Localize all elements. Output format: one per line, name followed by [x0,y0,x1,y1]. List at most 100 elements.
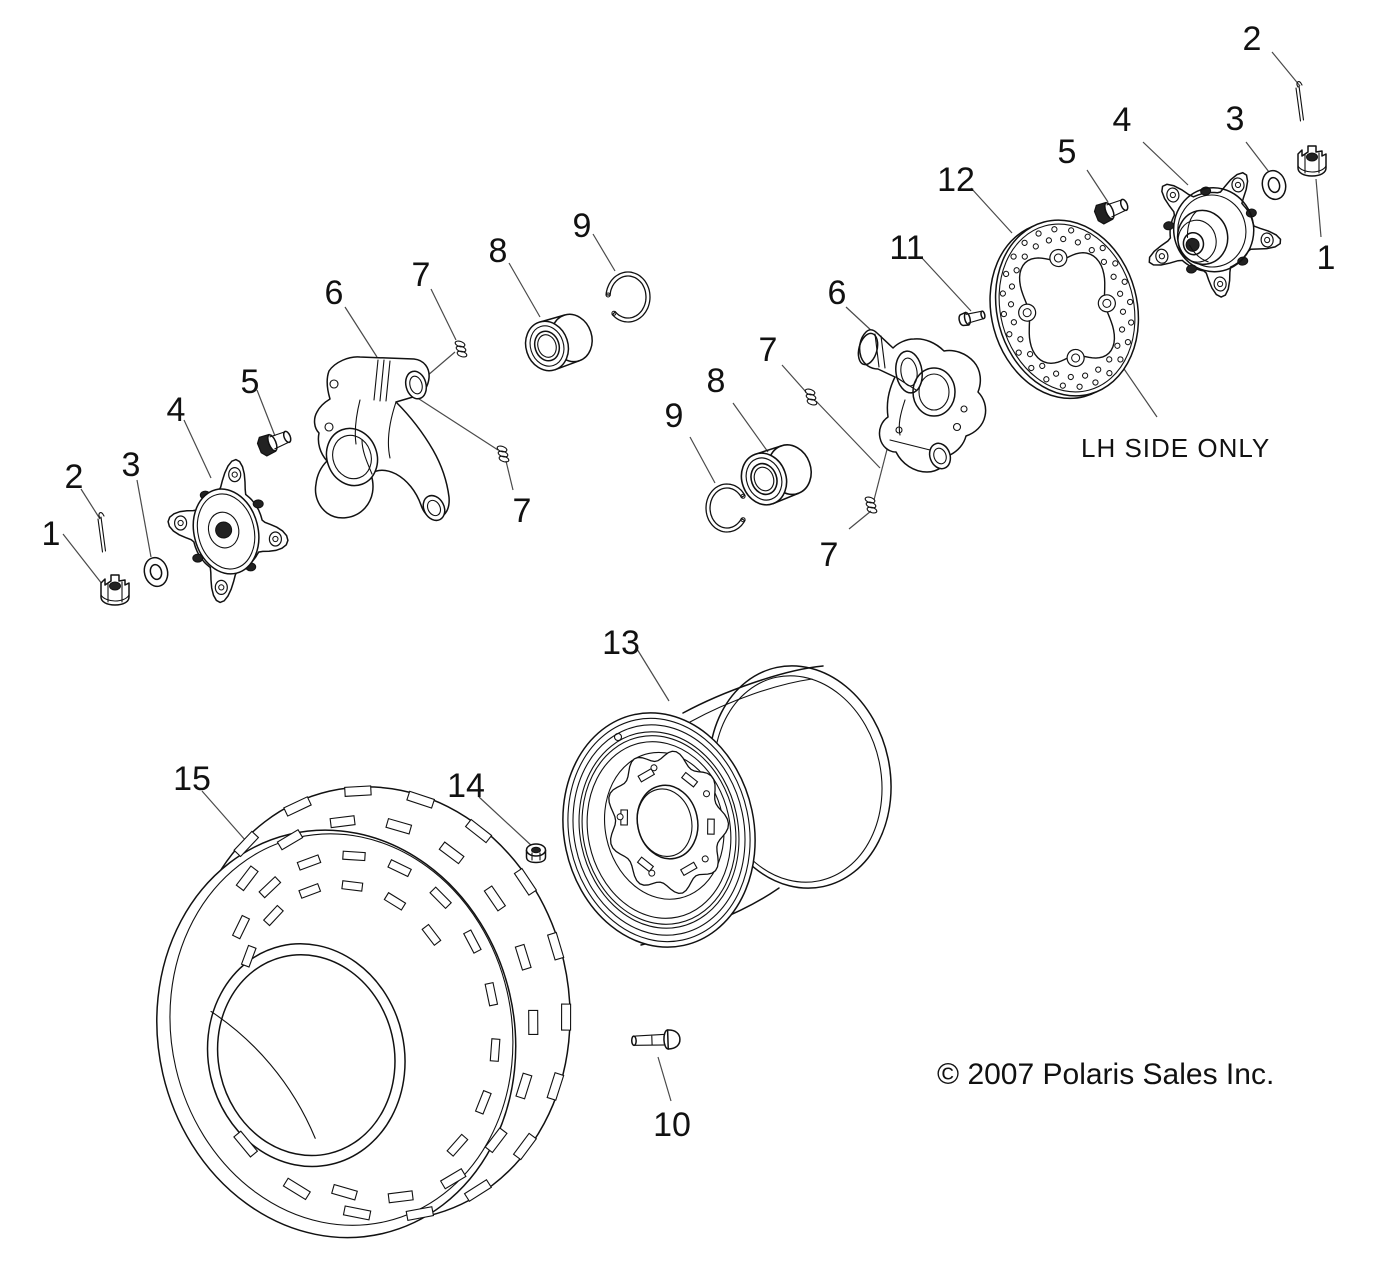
disc-hole [1092,379,1099,386]
hub-lobe-hole [1231,177,1245,193]
rim-plate-slot [707,818,715,835]
disc-bolt [980,310,986,320]
hub-lobe-hole [1213,276,1227,292]
snap-ring-end-hole [605,292,611,298]
valve-bolt [633,1033,669,1046]
tread-block [282,1177,312,1201]
tread-block [546,1072,565,1101]
hub-lobe-hole [228,466,242,483]
leader-line [781,364,807,393]
tread-block [231,914,251,940]
callout-5: 5 [1058,133,1077,171]
callout-labels: 2 4 3 5 1 12 11 6 7 8 9 7 6 7 8 9 7 4 5 … [42,20,1336,1144]
callout-9: 9 [573,207,592,245]
disc-hole [1126,298,1134,306]
tread-block [258,875,282,899]
tread-block [405,1206,435,1221]
disc-bolt-hole [1053,253,1063,263]
tread-block [329,815,356,829]
tread-block [528,1009,539,1036]
left-snap-ring [605,271,651,323]
mid-knuckle-ear-hole [952,422,962,432]
right-hub-face [1172,187,1255,273]
left-hub-face [192,488,260,575]
disc-hole [1076,383,1083,390]
callout-8: 8 [489,232,508,270]
tread-block [387,1190,414,1204]
callout-14: 14 [447,767,485,805]
tread-block [512,1132,538,1161]
disc-hole [1067,373,1074,381]
disc-hole [1043,376,1050,383]
mid-knuckle [889,376,931,451]
disc-hole [1114,342,1121,349]
tread-block [513,867,538,896]
disc-hole [1117,356,1124,363]
left-knuckle [422,494,446,522]
callout-5: 5 [241,363,260,401]
tread-block [387,859,412,878]
disc-hole [1121,278,1128,285]
leader-line [1142,141,1189,186]
tread-block [446,1133,469,1157]
tread-block [546,931,565,961]
tread-block [341,880,364,892]
hub-lobe-hole [1166,187,1180,203]
brake-disc [989,219,1140,400]
rim-plate-hole [648,869,656,877]
tread-block [385,817,413,835]
left-knuckle [332,434,372,480]
leader-line [592,233,616,272]
tread-block [489,1038,501,1062]
leader-line [62,533,107,590]
disc-hole [1106,356,1113,363]
rim-front-face [581,735,737,925]
hub-lobe-hole-inner [177,519,184,527]
lh-side-only-note: LH SIDE ONLY [1081,433,1270,463]
rim-plate-hole [701,855,709,863]
disc-bolt-hole [1102,298,1112,308]
left-knuckle [325,427,379,487]
disc-hole [1099,244,1106,252]
callout-15: 15 [173,760,211,798]
hub-lobe-hole-inner [231,471,238,478]
callout-6: 6 [325,274,344,312]
mid-knuckle [928,442,952,470]
right-hub-face [1172,187,1255,273]
leader-line [1245,141,1270,173]
right-hub-face [1186,210,1209,263]
hub-stud [252,499,264,509]
rim-barrel-top2 [689,678,813,723]
leader-line [478,796,534,848]
lug-nut [531,852,541,861]
tire [156,785,572,1239]
tread-block [296,854,322,871]
callout-7: 7 [820,536,839,574]
copyright-text: © 2007 Polaris Sales Inc. [937,1058,1274,1091]
tread-block [276,829,304,851]
leader-line [183,419,212,479]
disc-hole [1021,253,1028,260]
hub-lobe-hole-inner [1264,236,1271,244]
leader-line [657,1056,672,1102]
hub-lobe-hole [173,515,188,531]
leader-line [848,510,872,530]
lug-nut [525,843,547,864]
rim-center-hole [636,784,699,860]
tread-block [474,1089,492,1115]
disc-hole [1032,243,1039,250]
mid-knuckle [900,357,918,387]
callout-4: 4 [167,391,186,429]
tread-block [406,790,436,809]
callout-7: 7 [412,256,431,294]
tread-block [233,830,260,858]
hub-lobe-hole-inner [1169,191,1176,199]
tread-block [464,818,493,844]
disc-hole [1119,308,1127,315]
hub-lobe-hole-inner [1158,253,1165,260]
leader-line [1315,178,1322,238]
hub-lobe-hole-inner [218,584,225,591]
hub-lobe-hole [1260,232,1274,248]
mid-knuckle-bore [912,367,956,417]
